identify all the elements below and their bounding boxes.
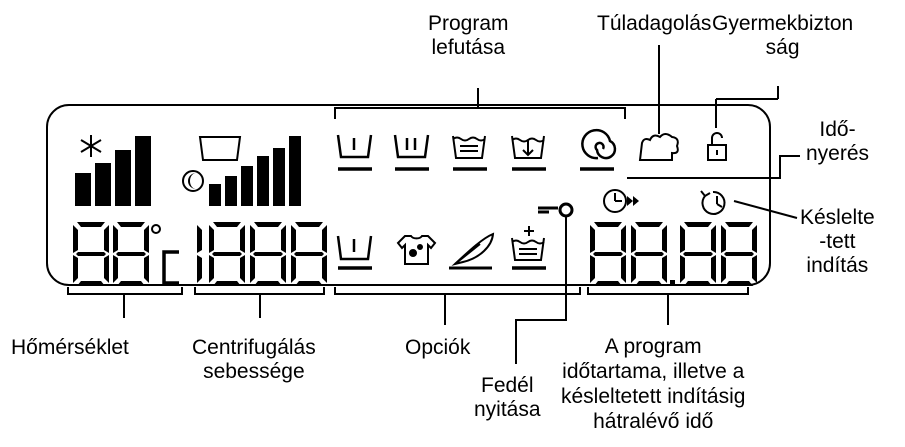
wash-icon (336, 134, 373, 171)
overdose-label: Túladagolás (597, 12, 712, 35)
snowflake-icon (80, 135, 102, 157)
delay-icon (700, 190, 726, 215)
temperature-label: Hőmérséklet (11, 336, 129, 359)
overdose-icon (638, 133, 679, 161)
drain-spin-icon (511, 135, 546, 171)
soak-icon (511, 226, 546, 270)
night-icon (182, 170, 204, 192)
time-saving-icon (603, 189, 639, 213)
temperature-level-bars (75, 136, 151, 206)
celsius-unit (151, 224, 179, 285)
rinse-icon (452, 135, 487, 171)
lock-icon (707, 132, 727, 161)
prewash-icon (393, 134, 430, 171)
time-saving-label: Idő-nyerés (806, 118, 870, 165)
leader-lines (67, 45, 800, 364)
temperature-digits (73, 222, 149, 286)
tub-icon (198, 136, 242, 161)
time-digits (590, 222, 757, 286)
spin-icon (580, 128, 617, 171)
stain-icon (396, 235, 437, 265)
extra-rinse-icon (336, 235, 373, 270)
spin-speed-digits (197, 222, 327, 286)
key-icon (538, 202, 574, 218)
spin-level-bars (209, 136, 301, 206)
delicate-icon (449, 232, 495, 270)
display-frame (46, 104, 771, 286)
options-label: Opciók (405, 336, 471, 359)
